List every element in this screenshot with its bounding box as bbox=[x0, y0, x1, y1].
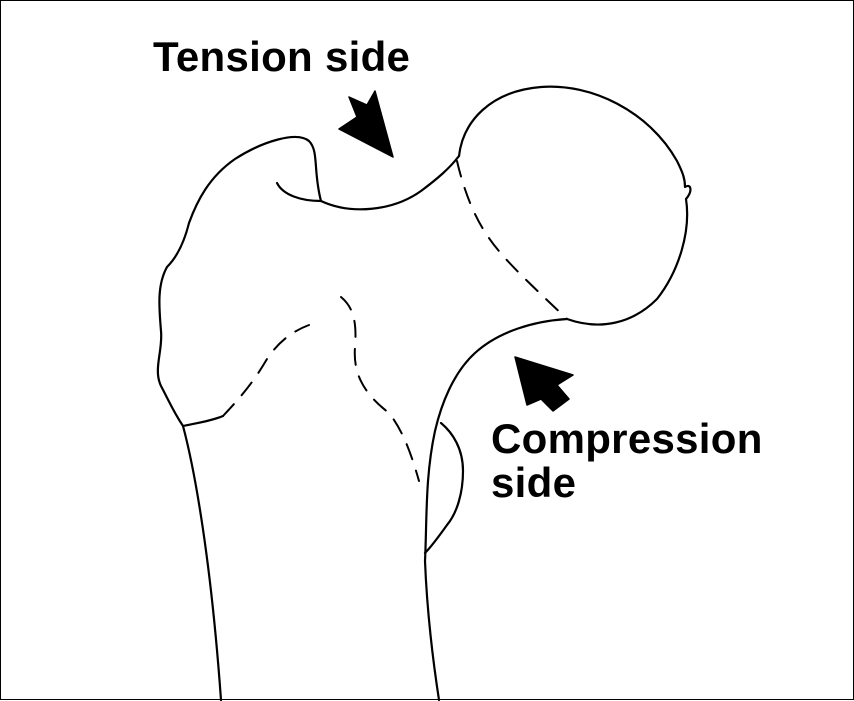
trochanteric-fossa-curl bbox=[277, 183, 321, 201]
femoral-head-outline bbox=[459, 87, 690, 325]
intertrochanteric-dashed-line bbox=[341, 297, 419, 481]
intertrochanteric-line bbox=[183, 416, 223, 426]
compression-arrow bbox=[515, 357, 573, 411]
compression-label-line1: Compression bbox=[491, 417, 763, 461]
lesser-trochanter-outline bbox=[425, 423, 463, 553]
tension-arrow bbox=[339, 91, 393, 157]
head-epiphyseal-dashed-line bbox=[457, 161, 567, 319]
superior-neck-outline bbox=[321, 156, 459, 209]
trochanteric-dashed-line bbox=[223, 325, 309, 416]
compression-side-label: Compression side bbox=[491, 417, 763, 505]
tension-side-label: Tension side bbox=[153, 35, 410, 79]
compression-label-line2: side bbox=[491, 461, 763, 505]
greater-trochanter-outline bbox=[158, 137, 321, 700]
